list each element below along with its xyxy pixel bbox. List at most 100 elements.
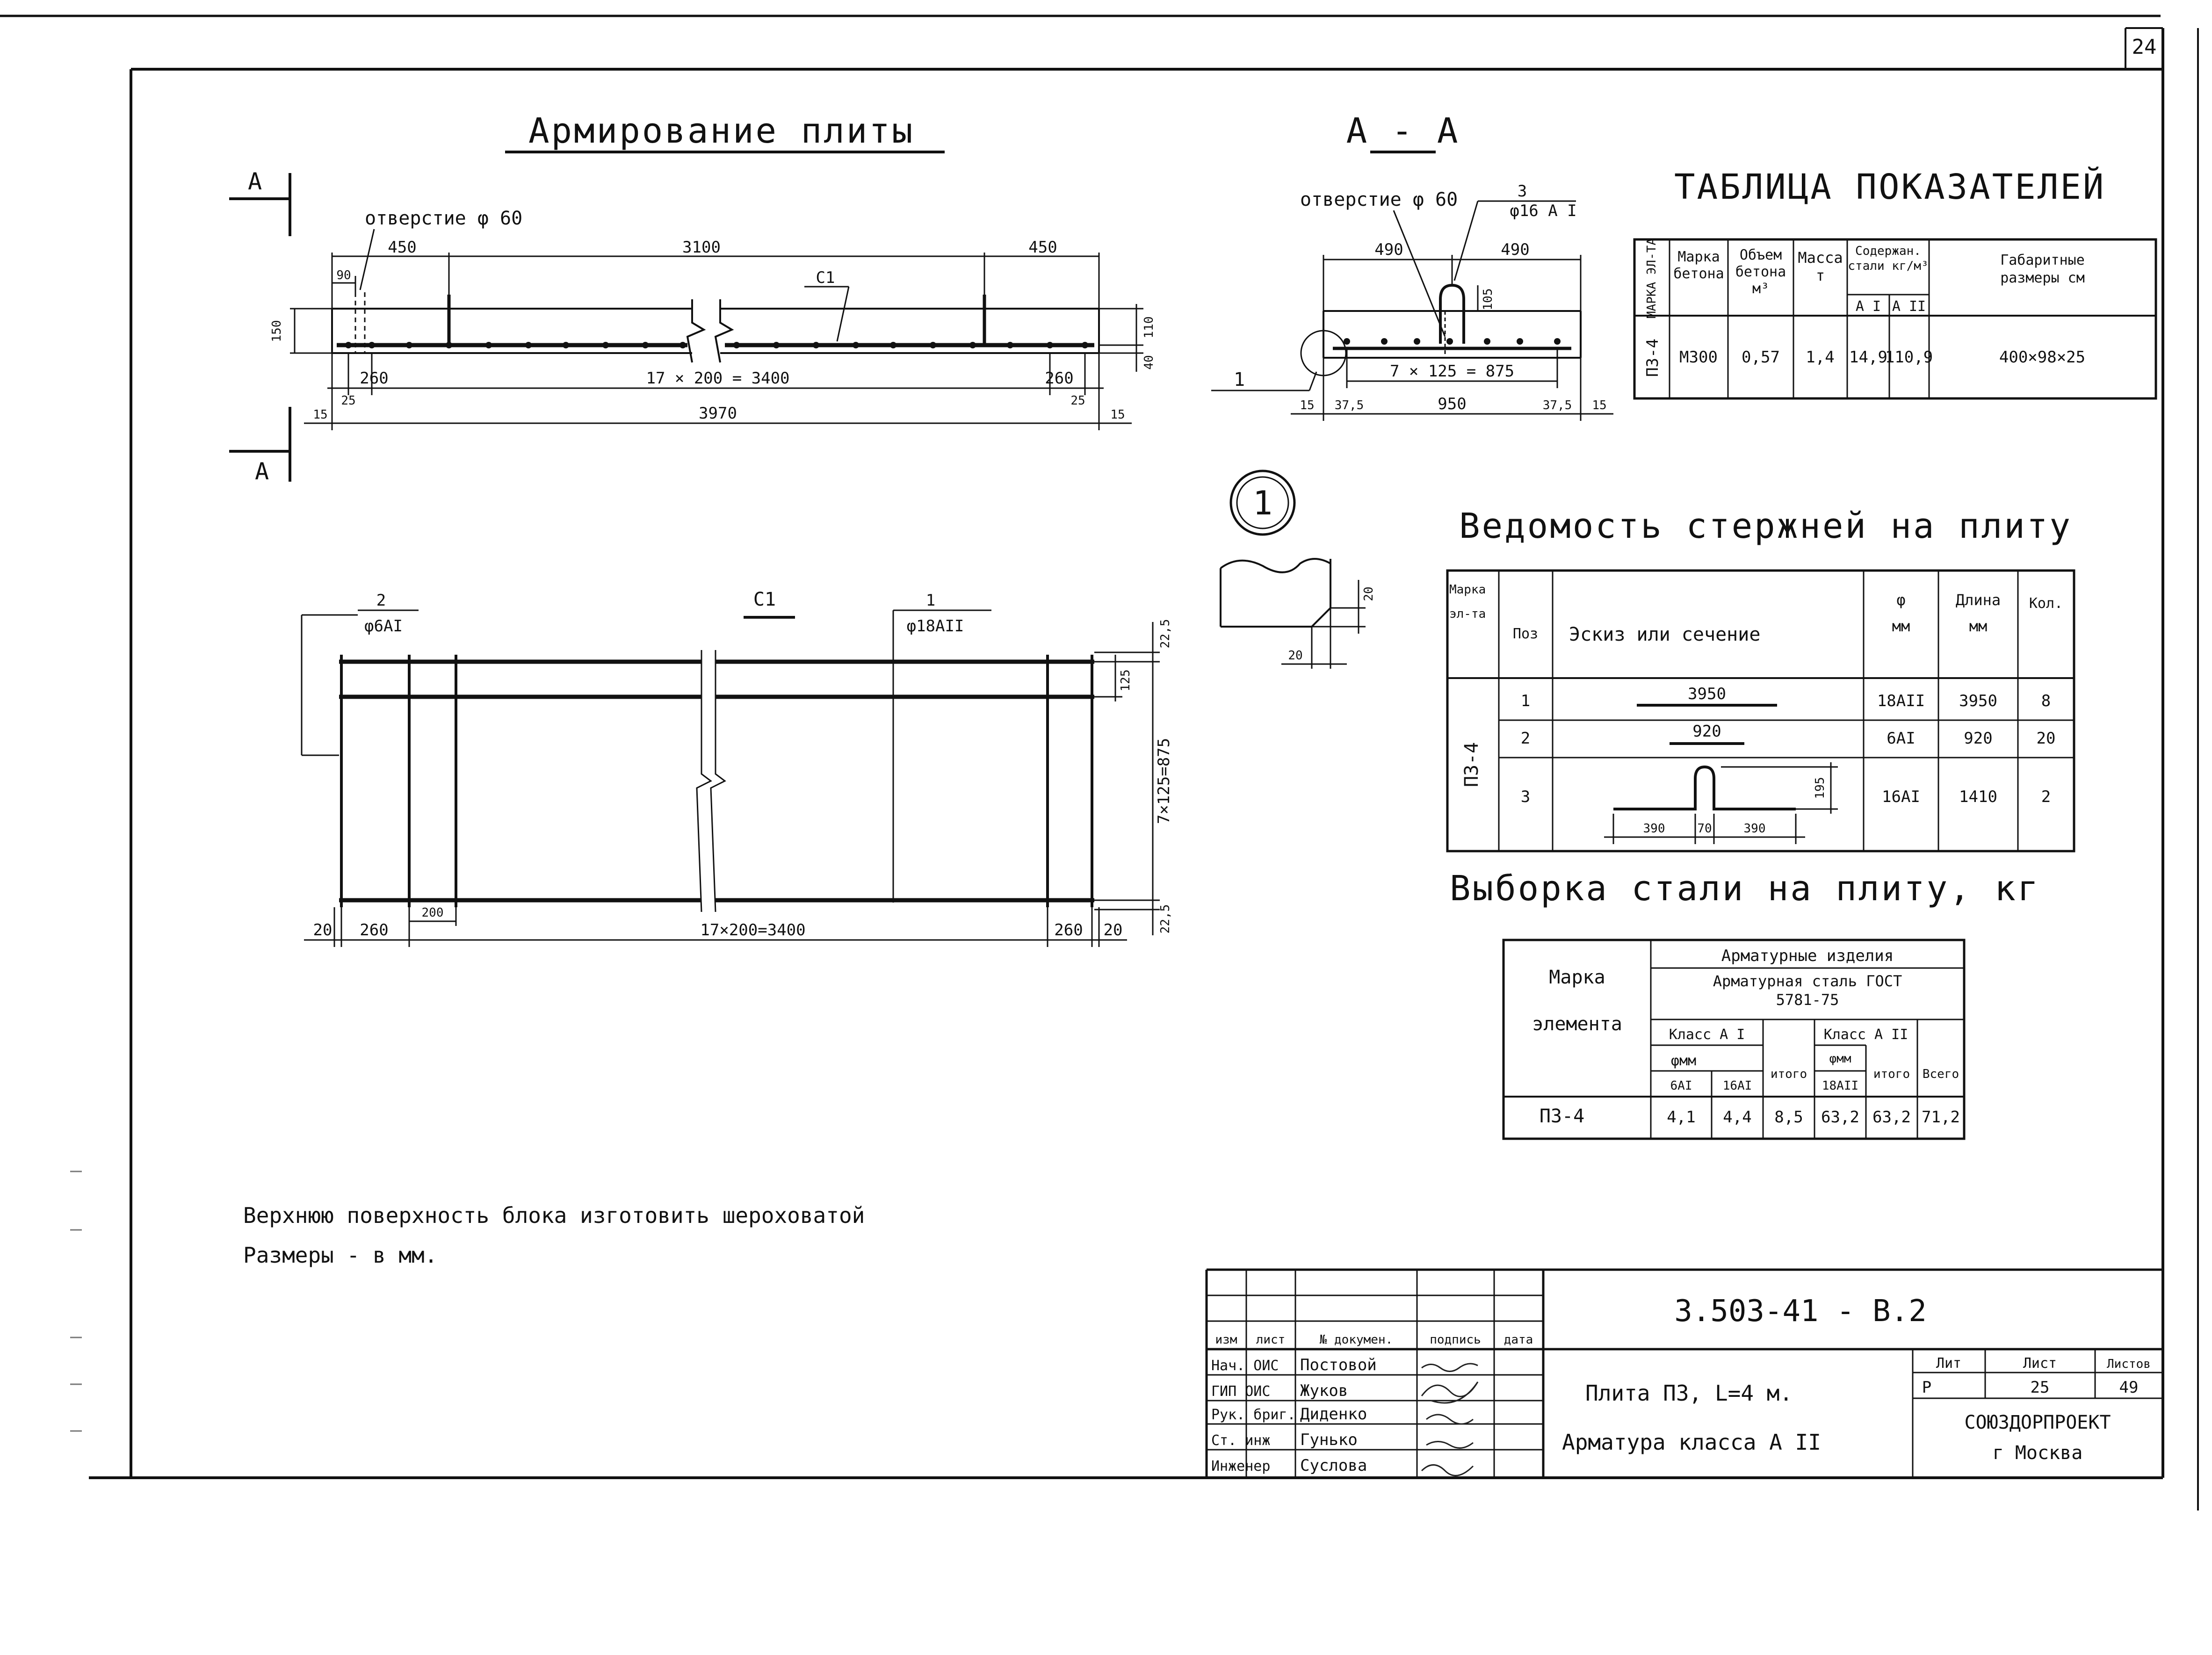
title-col-date: дата: [1504, 1333, 1533, 1347]
mesh-c1-bar1-num: 1: [926, 591, 935, 610]
indicators-steel-aii: 110,9: [1885, 348, 1933, 367]
section-aa-callout-1: 1: [1234, 369, 1245, 390]
mesh-c1-dim-22-5-top: 22,5: [1158, 619, 1172, 649]
plan-dim-260-right: 260: [1045, 369, 1073, 388]
plan-dim-150: 150: [270, 320, 284, 342]
section-aa-dim-490-left: 490: [1374, 240, 1403, 259]
indicators-volume: 0,57: [1742, 348, 1780, 367]
title-name-1: Постовой: [1300, 1356, 1377, 1374]
plan-dim-25-left: 25: [341, 394, 355, 408]
indicators-h-steel: Содержан. стали кг/м³: [1848, 244, 1929, 273]
indicators-h-volume: Объем бетона м³: [1735, 247, 1786, 297]
bars-h-sketch: Эскиз или сечение: [1569, 624, 1760, 645]
title-col-izm: изм: [1215, 1333, 1237, 1347]
plan-dim-110: 110: [1142, 317, 1156, 339]
title-role-3: Рук. бриг.: [1211, 1407, 1296, 1423]
steel-h-18aii: 18АII: [1822, 1079, 1858, 1093]
plan-dim-90: 90: [336, 268, 351, 282]
section-marker-bottom: А: [255, 458, 269, 485]
mesh-c1-dim-200: 200: [422, 906, 444, 920]
steel-h-16ai: 16АI: [1723, 1079, 1752, 1093]
plan-dim-450-left: 450: [388, 238, 416, 257]
mesh-c1-dim-7x125: 7×125=875: [1155, 738, 1173, 824]
title-item-2: Арматура класса А II: [1562, 1430, 1821, 1455]
bars-row2-length: 920: [1964, 729, 1992, 748]
section-aa-dim-105: 105: [1481, 289, 1495, 311]
mesh-c1-dim-22-5-bottom: 22,5: [1158, 904, 1172, 934]
section-aa-hole-label: отверстие φ 60: [1300, 189, 1458, 210]
indicators-concrete: М300: [1679, 348, 1718, 367]
steel-total: 8,5: [1774, 1108, 1803, 1127]
signatures: [1421, 1363, 1479, 1476]
title-sheets-label: Листов: [2107, 1357, 2151, 1371]
steel-mark: П3-4: [1540, 1106, 1584, 1127]
mesh-c1-bar2-num: 2: [376, 591, 386, 610]
bars-mark: П3-4: [1461, 742, 1482, 787]
section-aa-dim-37-5-right: 37,5: [1543, 398, 1572, 412]
title-item-1: Плита П3, L=4 м.: [1585, 1380, 1793, 1406]
steel-h-total: итого: [1771, 1067, 1807, 1081]
bars-row3-dim-height: 195: [1813, 777, 1827, 799]
bars-h-mark: Марка эл-та: [1449, 583, 1486, 621]
mesh-c1-dim-260-left: 260: [360, 921, 388, 940]
plan-hole-label: отверстие φ 60: [365, 208, 522, 229]
indicators-h-ai: А I: [1856, 298, 1881, 315]
mesh-c1-dim-17x200: 17×200=3400: [700, 921, 805, 940]
bars-h-pos: Поз: [1513, 626, 1538, 642]
mesh-c1-dim-20-right: 20: [1104, 921, 1123, 940]
title-role-4: Ст. инж: [1211, 1432, 1270, 1449]
indicators-h-dims: Габаритные размеры см: [2000, 252, 2085, 286]
section-aa-dim-15-left: 15: [1300, 398, 1314, 412]
detail-1-dim-20-v: 20: [1362, 586, 1376, 601]
steel-title: Выборка стали на плиту, кг: [1450, 868, 2040, 909]
bars-row3-length: 1410: [1959, 788, 1997, 806]
title-name-4: Гунько: [1300, 1431, 1358, 1449]
bars-h-diameter: φ мм: [1892, 591, 1910, 635]
steel-h-grand: Всего: [1923, 1067, 1959, 1081]
steel-h-dia-2: φмм: [1829, 1052, 1851, 1066]
note-line-1: Верхнюю поверхность блока изготовить шер…: [243, 1203, 865, 1228]
plan-dim-3970: 3970: [699, 404, 737, 423]
page-number: 24: [2132, 35, 2157, 59]
bars-row3-diameter: 16АI: [1882, 788, 1920, 806]
plan-dim-17x200: 17 × 200 = 3400: [646, 369, 789, 388]
section-aa-dim-950: 950: [1438, 395, 1466, 413]
bars-row3-dim-mid: 70: [1697, 822, 1712, 836]
plan-dim-15-left: 15: [313, 408, 327, 422]
indicators-title: ТАБЛИЦА ПОКАЗАТЕЛЕЙ: [1674, 166, 2105, 207]
steel-h-class-aii: Класс А II: [1824, 1026, 1908, 1043]
steel-h-dia: φмм: [1671, 1053, 1696, 1069]
steel-h-steel: Арматурная сталь ГОСТ 5781-75: [1713, 972, 1902, 1009]
title-name-2: Жуков: [1300, 1381, 1348, 1400]
detail-1: 1 20 20: [1220, 470, 1376, 669]
detail-1-dim-20-h: 20: [1288, 649, 1302, 663]
title-org-2: г Москва: [1993, 1442, 2083, 1464]
mesh-c1-bar2-spec: φ6АI: [364, 617, 403, 636]
bars-row3-pos: 3: [1521, 788, 1530, 806]
bars-row1-qty: 8: [2041, 692, 2051, 710]
steel-grand: 71,2: [1922, 1108, 1960, 1127]
mesh-c1-dim-260-right: 260: [1054, 921, 1083, 940]
bars-row3-dim-left: 390: [1643, 822, 1665, 836]
indicators-mass: 1,4: [1806, 348, 1834, 367]
title-doc-code: 3.503-41 - В.2: [1674, 1294, 1926, 1329]
title-org-1: СОЮЗДОРПРОЕКТ: [1964, 1412, 2111, 1433]
plan-dim-450-right: 450: [1028, 238, 1057, 257]
bars-row1-diameter: 18АII: [1877, 692, 1925, 710]
plan-mesh-label: С1: [816, 268, 835, 287]
title-role-1: Нач. ОИС: [1211, 1358, 1279, 1374]
plan-dim-260-left: 260: [360, 369, 388, 388]
title-name-5: Суслова: [1300, 1456, 1367, 1475]
plan-dim-25-right: 25: [1070, 394, 1085, 408]
title-stage-label: Лит: [1936, 1355, 1961, 1372]
section-aa: А - А отверстие φ 60 3 φ16 А I 490 490 1…: [1211, 111, 1613, 421]
bars-row1-sketch-label: 3950: [1688, 685, 1726, 703]
bars-row3-qty: 2: [2041, 788, 2051, 806]
margin-marks: [70, 1171, 82, 1432]
indicators-mark: П3-4: [1643, 339, 1662, 377]
title-block: 3.503-41 - В.2 изм лист № докумен. подпи…: [1205, 1268, 2163, 1478]
plan-dim-3100: 3100: [682, 238, 721, 257]
steel-h-class-ai: Класс А I: [1669, 1026, 1745, 1043]
title-stage-value: Р: [1922, 1378, 1931, 1397]
bars-row1-pos: 1: [1521, 692, 1530, 710]
